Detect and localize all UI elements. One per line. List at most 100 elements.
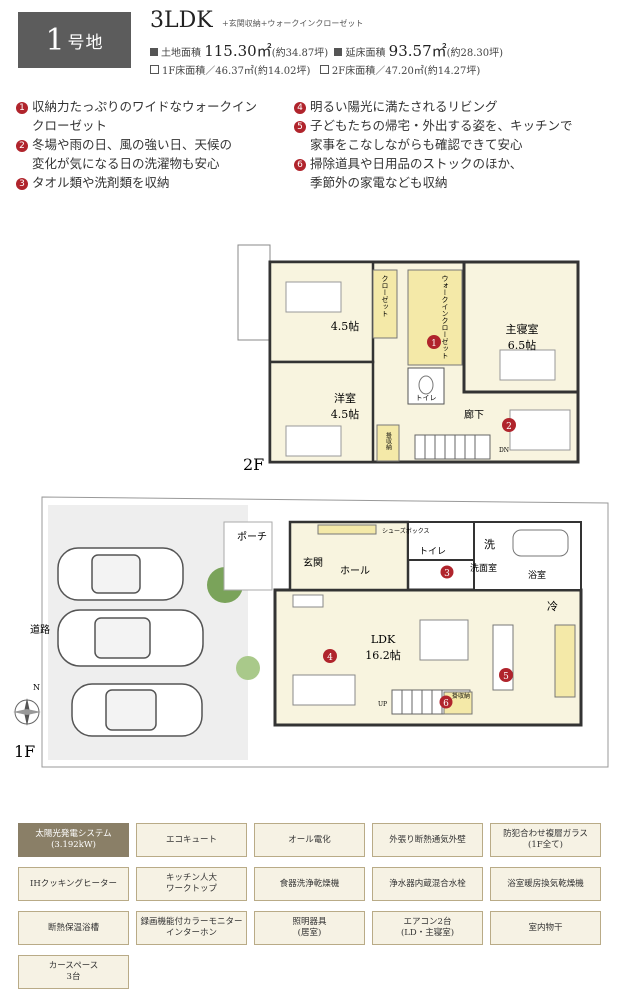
feature-item: 5 子どもたちの帰宅・外出する姿を、キッチンで家事をこなしながらも確認できて安心 <box>294 116 604 154</box>
road-label: 道路 <box>30 623 50 636</box>
marker-6-label: 6 <box>443 699 449 709</box>
equipment-chip: エコキュート <box>136 823 247 857</box>
car-window <box>91 554 141 594</box>
feature-list-right: 4 明るい陽光に満たされるリビング 5 子どもたちの帰宅・外出する姿を、キッチンで家… <box>294 97 604 192</box>
first-floor-plan: 道路 N ポーチ 玄関 ホール シューズボックス トイレ 洗 洗面室 浴室 冷 … <box>13 496 609 768</box>
marker-5-label: 5 <box>503 672 509 682</box>
marker-3 <box>440 565 454 579</box>
up-label: UP <box>378 701 387 708</box>
toilet-1f-label: トイレ <box>419 547 446 557</box>
feature-text-cont: 家事をこなしながらも確認できて安心 <box>310 137 523 152</box>
feature-text-cont: クローゼット <box>32 118 108 133</box>
land-area-label: 土地面積 <box>161 48 201 59</box>
master-bedroom-name: 主寝室 <box>506 322 539 336</box>
square-bullet-icon <box>150 48 158 56</box>
equipment-chip: 録画機能付カラーモニター インターホン <box>136 911 247 945</box>
bath-label: 浴室 <box>528 569 546 581</box>
bed-icon <box>285 281 342 313</box>
tree-icon <box>236 656 260 680</box>
feature-text-cont: 変化が気になる日の洗濯物も安心 <box>32 156 220 171</box>
entrance-label: 玄関 <box>303 556 323 569</box>
balcony <box>237 244 271 341</box>
compass-icon <box>13 698 41 726</box>
wash-label: 洗 <box>484 538 495 551</box>
cars <box>57 547 204 737</box>
marker-5 <box>499 668 513 682</box>
marker-1-label: 1 <box>431 339 437 349</box>
storage-2f <box>376 424 400 462</box>
feature-text: タオル類や洗剤類を収納 <box>32 175 170 190</box>
equipment-chip: 防犯合わせ複層ガラス (1F全て) <box>490 823 601 857</box>
equipment-chip: 室内物干 <box>490 911 601 945</box>
square-outline-icon <box>319 65 329 74</box>
car-window <box>94 617 151 659</box>
land-area-value: 115.30㎡ <box>204 42 272 60</box>
area-row-floors: 1F床面積／46.37㎡(約14.02坪) 2F床面積／47.20㎡(約14.2… <box>150 62 480 77</box>
feature-number: 6 <box>294 159 306 171</box>
feature-text: 収納力たっぷりのワイドなウォークイン <box>32 99 258 114</box>
bathtub <box>512 529 569 557</box>
car-window <box>105 689 157 731</box>
hall-1f-label: ホール <box>340 565 370 577</box>
equipment-chip: 太陽光発電システム (3.192kW) <box>18 823 129 857</box>
marker-4-label: 4 <box>327 653 333 663</box>
marker-4 <box>323 649 337 663</box>
dining-table <box>419 619 469 661</box>
equipment-chip: キッチン人大 ワークトップ <box>136 867 247 901</box>
equipment-chip: 照明器具 (居室) <box>254 911 365 945</box>
stairs-2f <box>414 434 491 460</box>
bed-icon <box>499 349 556 381</box>
ldk-size: 16.2帖 <box>365 649 401 662</box>
feature-number: 5 <box>294 121 306 133</box>
first-floor-area: 1F床面積／46.37㎡(約14.02坪) <box>162 66 311 77</box>
storage-1f-label: 掛収納 <box>452 692 470 700</box>
floor-plan-drawing: 4.5帖 洋室 4.5帖 主寝室 6.5帖 クローゼット ウォークインクローゼッ… <box>13 244 609 768</box>
marker-3-label: 3 <box>444 569 450 579</box>
equipment-chip: 浄水器内蔵混合水栓 <box>372 867 483 901</box>
walkin-closet <box>407 269 463 366</box>
feature-text: 子どもたちの帰宅・外出する姿を、キッチンで <box>310 118 573 133</box>
closet-label: クローゼット <box>381 275 389 317</box>
fridge-label: 冷 <box>547 600 558 613</box>
marker-6 <box>439 695 453 709</box>
equipment-chip: エアコン2台 (LD・主寝室) <box>372 911 483 945</box>
porch-tiles <box>223 521 273 591</box>
area-row-main: 土地面積 115.30㎡(約34.87坪) 延床面積 93.57㎡(約28.30… <box>150 40 503 61</box>
equipment-chip: IHクッキングヒーター <box>18 867 129 901</box>
washroom-label: 洗面室 <box>470 562 497 574</box>
plan-type: 3LDK <box>150 8 213 33</box>
plan-extras: +玄関収納+ウォークインクローゼット <box>222 19 364 28</box>
feature-number: 4 <box>294 102 306 114</box>
feature-number: 3 <box>16 178 28 190</box>
toilet-2f-label: トイレ <box>416 394 437 402</box>
floor-area-tsubo: (約28.30坪) <box>446 48 504 59</box>
western-room-size: 4.5帖 <box>331 408 360 421</box>
lot-suffix: 号地 <box>67 32 104 53</box>
shoes-label: シューズボックス <box>382 527 430 535</box>
equipment-chip: 断熱保温浴槽 <box>18 911 129 945</box>
floor-area-value: 93.57㎡ <box>388 42 447 60</box>
porch-label: ポーチ <box>237 531 267 543</box>
equipment-chip: 外張り断熱通気外壁 <box>372 823 483 857</box>
feature-number: 1 <box>16 102 28 114</box>
toilet-1f <box>407 521 475 561</box>
land-area-tsubo: (約34.87坪) <box>271 48 329 59</box>
floor-area-label: 延床面積 <box>345 48 386 59</box>
marker-1 <box>427 335 441 349</box>
room-a-size: 4.5帖 <box>331 320 360 333</box>
master-bedroom-size: 6.5帖 <box>508 339 537 352</box>
storage-2f-label: 掛収納 <box>385 431 392 451</box>
feature-item: 1 収納力たっぷりのワイドなウォークインクローゼット <box>16 97 276 135</box>
feature-text: 冬場や雨の日、風の強い日、天候の <box>32 137 233 152</box>
feature-text: 明るい陽光に満たされるリビング <box>310 99 498 114</box>
walkin-label: ウォークインクローゼット <box>441 275 449 359</box>
hall-2f-label: 廊下 <box>464 408 484 421</box>
equipment-chip: 食器洗浄乾燥機 <box>254 867 365 901</box>
equipment-chip: カースペース 3台 <box>18 955 129 989</box>
square-bullet-icon <box>334 48 343 56</box>
western-room-name: 洋室 <box>334 391 356 405</box>
floor-1f-label: 1F <box>14 742 35 761</box>
north-label: N <box>33 683 40 692</box>
